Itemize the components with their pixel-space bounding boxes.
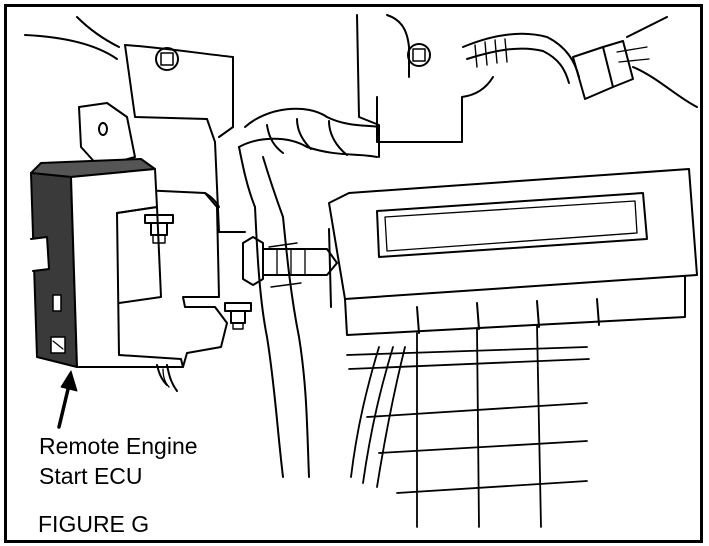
dash-top-edge-inner xyxy=(76,16,120,48)
callout-arrow xyxy=(57,370,78,429)
ecu-callout-label: Remote Engine Start ECU xyxy=(39,431,198,491)
figure-frame: Remote Engine Start ECU FIGURE G xyxy=(4,4,703,543)
cable-clip xyxy=(242,228,338,308)
wire-harness-top xyxy=(462,16,698,108)
left-bracket xyxy=(78,102,136,168)
lower-grille xyxy=(346,324,590,528)
ecu-callout-line2: Start ECU xyxy=(39,463,143,489)
ecu-bolt-lower xyxy=(224,302,252,330)
ecu-callout-line1: Remote Engine xyxy=(39,433,198,459)
figure-caption: FIGURE G xyxy=(38,511,150,537)
dash-top-edge xyxy=(24,34,118,60)
remote-start-ecu xyxy=(30,158,184,392)
wire-bundle-middle xyxy=(238,107,380,218)
ecu-bracket xyxy=(116,176,228,368)
wire-harness-vertical xyxy=(254,206,310,478)
upper-bracket xyxy=(124,44,246,233)
instrument-panel xyxy=(328,168,698,336)
installation-diagram xyxy=(24,14,698,528)
center-bracket xyxy=(356,14,494,158)
